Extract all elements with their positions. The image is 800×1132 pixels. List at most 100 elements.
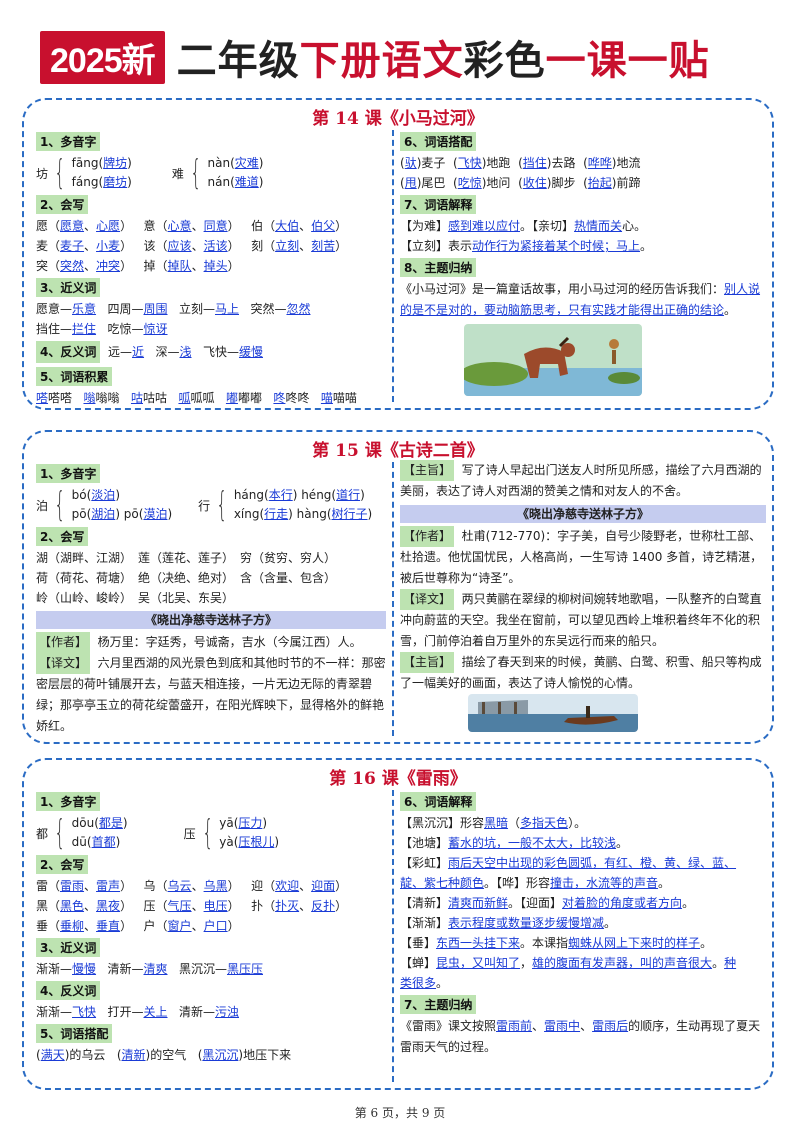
section-heading: 4、反义词 [36, 341, 101, 363]
word: 牌坊 [103, 156, 128, 170]
antonym-row: 4、反义词 远—近 深—浅 飞快—缓慢 [36, 339, 386, 365]
lesson-14-card: 第 14 课《小马过河》 1、多音字 坊{fāng(牌坊)fáng(磨坊) 难{… [22, 98, 774, 410]
section-heading: 5、词语积累 [36, 367, 113, 386]
polyphone-item: 坊{fāng(牌坊)fáng(磨坊) [36, 153, 132, 193]
char: 泊 [36, 498, 49, 513]
page-footer: 第 6 页，共 9 页 [354, 1106, 446, 1120]
theme-text: 【主旨】 写了诗人早起出门送友人时所见所感，描绘了六月西湖的美丽，表达了诗人对西… [400, 460, 766, 502]
page-title: 二年级下册语文彩色一课一贴 [177, 28, 710, 86]
section-heading: 5、词语搭配 [36, 1024, 113, 1043]
title-part-book: 下册语文 [299, 38, 464, 84]
left-column: 1、多音字 坊{fāng(牌坊)fáng(磨坊) 难{nàn(灾难)nán(难道… [36, 130, 386, 408]
explain-row: 【为难】感到难以应付。【亲切】热情而关心。 [400, 219, 647, 233]
collocation-row: (满天)的乌云 (清新)的空气 (黑沉沉)地压下来 [36, 1048, 292, 1062]
section-heading: 3、近义词 [36, 938, 101, 957]
divider [392, 462, 394, 736]
lesson-16-card: 第 16 课《雷雨》 1、多音字 都{dōu(都是)dū(首都) 压{yā(压力… [22, 758, 774, 1090]
right-column: 6、词语解释 【黑沉沉】形容黑暗（多指天色）。 【池塘】蓄水的坑，一般不太大，比… [400, 790, 766, 1058]
polyphone-item: 压{yā(压力)yà(压根儿) [183, 813, 280, 853]
lesson-title: 第 16 课《雷雨》 [329, 769, 467, 789]
write-row: 麦（麦子、小麦） 该（应该、活该） 刻（立刻、刻苦） [36, 239, 348, 253]
antonym-row: 渐渐—飞快 打开—关上 清新—污浊 [36, 1005, 239, 1019]
lesson-title: 第 15 课《古诗二首》 [312, 441, 484, 461]
char: 行 [198, 498, 211, 513]
section-heading: 6、词语解释 [400, 792, 477, 811]
char: 难 [171, 166, 184, 181]
explain-row: 【黑沉沉】形容黑暗（多指天色）。 [400, 816, 587, 830]
explain-row: 【渐渐】表示程度或数量逐步缓慢增减。 [400, 916, 617, 930]
section-heading: 7、词语解释 [400, 195, 477, 214]
lesson-title: 第 14 课《小马过河》 [312, 109, 484, 129]
polyphone-block: 泊{bó(淡泊)pō(湖泊) pō(漠泊) 行{háng(本行) héng(道行… [36, 485, 386, 525]
char: 坊 [36, 166, 49, 181]
word: 灾难 [234, 156, 259, 170]
pinyin: nàn( [207, 156, 235, 170]
theme-text: 【主旨】 描绘了春天到来的时候，黄鹂、白鹭、积雪、船只等构成了一幅美好的画面，表… [400, 652, 766, 694]
polyphone-block: 都{dōu(都是)dū(首都) 压{yā(压力)yà(压根儿) [36, 813, 386, 853]
theme-text: 《雷雨》课文按照雷雨前、雷雨中、雷雨后的顺序，生动再现了夏天雷雨天气的过程。 [400, 1019, 761, 1054]
write-row: 愿（愿意、心愿） 意（心意、同意） 伯（大伯、伯父） [36, 219, 348, 233]
title-part-color: 彩色 [463, 38, 546, 84]
brace-icon: { [54, 153, 66, 193]
word: 难道 [234, 175, 259, 189]
divider [392, 130, 394, 402]
divider [392, 790, 394, 1082]
left-column: 1、多音字 都{dōu(都是)dū(首都) 压{yā(压力)yà(压根儿) 2、… [36, 790, 386, 1065]
boat-illustration [468, 694, 638, 732]
section-heading: 6、词语搭配 [400, 132, 477, 151]
brace-icon: { [190, 153, 202, 193]
brace-icon: { [54, 485, 66, 525]
write-row: 突（突然、冲突） 掉（掉队、掉头） [36, 259, 240, 273]
title-part-grade: 二年级 [176, 38, 300, 84]
collocation-row: (甩)尾巴 (吃惊)地问 (收住)脚步 (抬起)前蹄 [400, 176, 641, 190]
char: 压 [183, 826, 196, 841]
section-heading: 1、多音字 [36, 132, 101, 151]
char: 都 [36, 826, 49, 841]
explain-row: 【彩虹】雨后天空中出现的彩色圆弧，有红、橙、黄、绿、蓝、 [400, 856, 737, 870]
polyphone-item: 泊{bó(淡泊)pō(湖泊) pō(漠泊) [36, 485, 173, 525]
explain-row: 靛、紫七种颜色。【哗】形容撞击，水流等的声音。 [400, 876, 671, 890]
left-column: 1、多音字 泊{bó(淡泊)pō(湖泊) pō(漠泊) 行{háng(本行) h… [36, 462, 386, 737]
brace-icon: { [216, 485, 228, 525]
polyphone-block: 坊{fāng(牌坊)fáng(磨坊) 难{nàn(灾难)nán(难道) [36, 153, 386, 193]
explain-row: 【立刻】表示动作行为紧接着某个时候；马上。 [400, 239, 653, 253]
title-part-lesson: 一课一贴 [545, 38, 710, 84]
synonym-row: 渐渐—慢慢 清新—清爽 黑沉沉—黑压压 [36, 962, 263, 976]
right-column: 【主旨】 写了诗人早起出门送友人时所见所感，描绘了六月西湖的美丽，表达了诗人对西… [400, 460, 766, 694]
section-heading: 2、会写 [36, 855, 89, 874]
poem-title-band: 《晓出净慈寺送林子方》 [400, 505, 766, 523]
theme-text: 《小马过河》是一篇童话故事，用小马过河的经历告诉我们：别人说的是不是对的，要动脑… [400, 282, 761, 317]
accumulation-row: 嗒嗒嗒 嗡嗡嗡 咕咕咕 呱呱呱 嘟嘟嘟 咚咚咚 喵喵喵 [36, 391, 357, 405]
poem-title-band: 《晓出净慈寺送林子方》 [36, 611, 386, 629]
section-heading: 1、多音字 [36, 792, 101, 811]
section-heading: 1、多音字 [36, 464, 101, 483]
section-heading: 2、会写 [36, 195, 89, 214]
write-row: 垂（垂柳、垂直） 户（窗户、户口） [36, 919, 240, 933]
polyphone-item: 行{háng(本行) héng(道行)xíng(行走) hàng(树行子) [198, 485, 373, 525]
author-text: 【作者】 杨万里：字廷秀，号诚斋，吉水（今属江西）人。 [36, 632, 386, 653]
explain-row: 【清新】清爽而新鲜。【迎面】对着脸的角度或者方向。 [400, 896, 695, 910]
write-row: 荷（荷花、荷塘） 绝（决绝、绝对） 含（含量、包含） [36, 571, 337, 585]
write-row: 湖（湖畔、江湖） 莲（莲花、莲子） 穷（贫穷、穷人） [36, 551, 337, 565]
word: 磨坊 [103, 175, 128, 189]
lesson-15-card: 第 15 课《古诗二首》 1、多音字 泊{bó(淡泊)pō(湖泊) pō(漠泊)… [22, 430, 774, 744]
pinyin: nán( [207, 175, 235, 189]
translation-text: 【译文】 六月里西湖的风光景色到底和其他时节的不一样：那密密层层的荷叶铺展开去，… [36, 653, 386, 737]
section-heading: 3、近义词 [36, 278, 101, 297]
year-badge: 2025新 [40, 30, 165, 84]
explain-row: 【垂】东西一头挂下来。本课指蜘蛛从网上下来时的样子。 [400, 936, 713, 950]
polyphone-item: 难{nàn(灾难)nán(难道) [171, 153, 264, 193]
author-text: 【作者】 杜甫(712-770)：字子美，自号少陵野老，世称杜工部、杜拾遗。他忧… [400, 526, 766, 589]
section-heading: 7、主题归纳 [400, 995, 477, 1014]
explain-row: 【蝉】昆虫，又叫知了，雄的腹面有发声器，叫的声音很大。种 [400, 956, 737, 970]
horse-illustration [464, 324, 642, 396]
section-heading: 8、主题归纳 [400, 258, 477, 277]
write-row: 黑（黑色、黑夜） 压（气压、电压） 扑（扑灭、反扑） [36, 899, 348, 913]
pinyin: fáng( [71, 175, 104, 189]
synonym-row: 挡住—拦住 吃惊—惊讶 [36, 322, 168, 336]
page-header: 2025新 二年级下册语文彩色一课一贴 [40, 30, 710, 84]
section-heading: 2、会写 [36, 527, 89, 546]
brace-icon: { [54, 813, 66, 853]
explain-row: 类很多。 [400, 976, 449, 990]
pinyin: fāng( [71, 156, 104, 170]
